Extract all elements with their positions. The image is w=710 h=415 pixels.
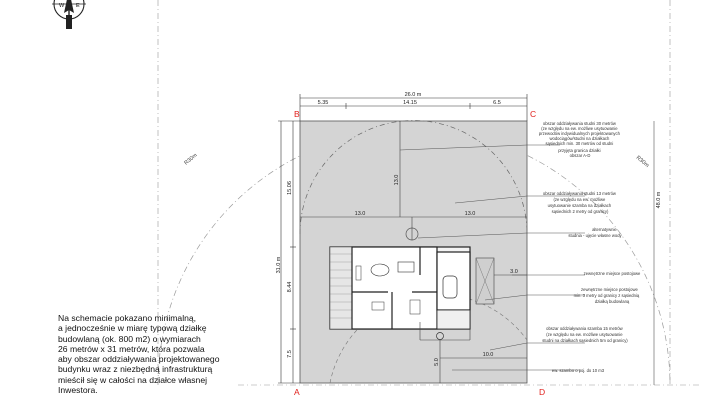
well-range-circle-13m: [299, 120, 528, 235]
dim-total-width: 26.0 m: [405, 92, 422, 98]
description-text: Na schemacie pokazano minimalną, a jedno…: [58, 313, 220, 396]
radius-label-up: 13.0: [394, 175, 400, 186]
annotation-parking-1: zewnętrzne miejsce postojowe: [584, 271, 641, 276]
compass-west: W: [59, 3, 65, 9]
dim-right-48: 48.0 m: [656, 191, 662, 208]
corner-a: A: [294, 387, 300, 397]
drive-width-label: 3.0: [510, 269, 518, 275]
dim-left-mid: 8.44: [287, 282, 293, 293]
corner-c: C: [530, 109, 536, 119]
dim-left-upper: 15.06: [287, 181, 293, 195]
compass-east: E: [76, 3, 80, 9]
dim-seg-left: 5.35: [318, 100, 329, 106]
annotation-septic-tank: ew. szambo o poj. do 10 m3: [552, 368, 605, 373]
dim-seg-right: 6.5: [493, 100, 501, 106]
compass-icon: W E: [52, 0, 86, 29]
annotation-well-13m: obszar oddziaływania studni 13 metrów (z…: [543, 191, 617, 214]
top-dimensions: [299, 94, 528, 121]
arc-label-right: R30m: [635, 155, 650, 169]
arc-label-left: R30m: [183, 152, 198, 166]
annotation-alt-well: alternatywnie studnia - ujęcie własne wo…: [568, 227, 622, 238]
septic-tank: [436, 332, 444, 340]
annotation-well-30m: obszar oddziaływania studni 30 metrów (z…: [539, 121, 621, 158]
leader-lines: [399, 144, 585, 371]
dim-total-depth: 31.0 m: [276, 256, 282, 273]
corner-b: B: [294, 109, 300, 119]
dim-seg-mid: 14.15: [403, 100, 417, 106]
radius-label-right: 13.0: [465, 211, 476, 217]
septic-dist-label: 10.0: [483, 352, 494, 358]
radius-label-left: 13.0: [355, 211, 366, 217]
corner-d: D: [539, 387, 545, 397]
annotation-parking-2: zewnętrzne miejsce postojowe min. 3 metr…: [574, 287, 641, 304]
dim-left-lower: 7.5: [287, 350, 293, 358]
well-range-arc-30m: [157, 128, 671, 386]
septic-offset-label: 5.0: [434, 358, 440, 366]
house-floorplan: [329, 246, 471, 341]
annotation-septic-15m: obszar oddziaływania szamba 15 metrów (z…: [542, 326, 628, 343]
left-dimensions: [278, 120, 300, 384]
